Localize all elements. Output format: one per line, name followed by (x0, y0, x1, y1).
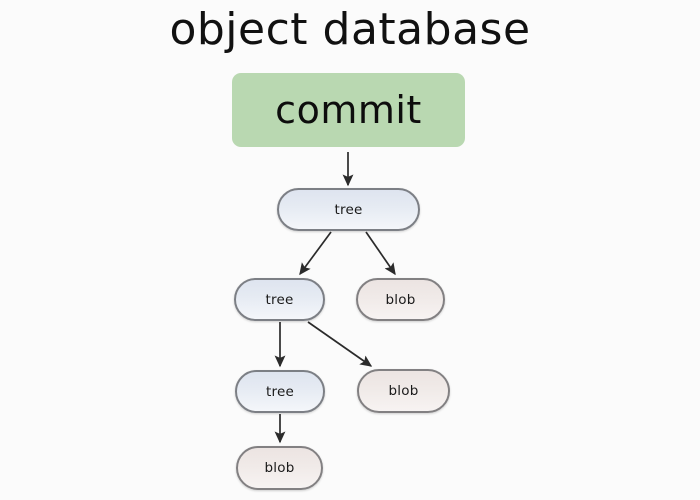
edge-tree-2-to-blob-2 (307, 321, 373, 367)
node-blob-1[interactable]: blob (356, 278, 445, 321)
node-tree-2[interactable]: tree (234, 278, 325, 321)
node-tree-3[interactable]: tree (235, 370, 325, 413)
page-title: object database (169, 4, 531, 55)
node-tree-1[interactable]: tree (277, 188, 420, 231)
node-blob-3[interactable]: blob (236, 446, 323, 490)
node-label: blob (385, 291, 416, 308)
edge-tree-1-to-tree-2 (299, 231, 332, 276)
edge-tree-1-to-blob-1 (365, 231, 396, 276)
node-label: tree (266, 383, 294, 400)
node-label: blob (264, 460, 295, 476)
node-label: tree (265, 291, 294, 308)
node-label: blob (388, 383, 419, 399)
node-label: tree (334, 201, 363, 218)
node-label: commit (275, 88, 422, 132)
node-blob-2[interactable]: blob (357, 369, 450, 413)
node-commit[interactable]: commit (232, 73, 465, 147)
